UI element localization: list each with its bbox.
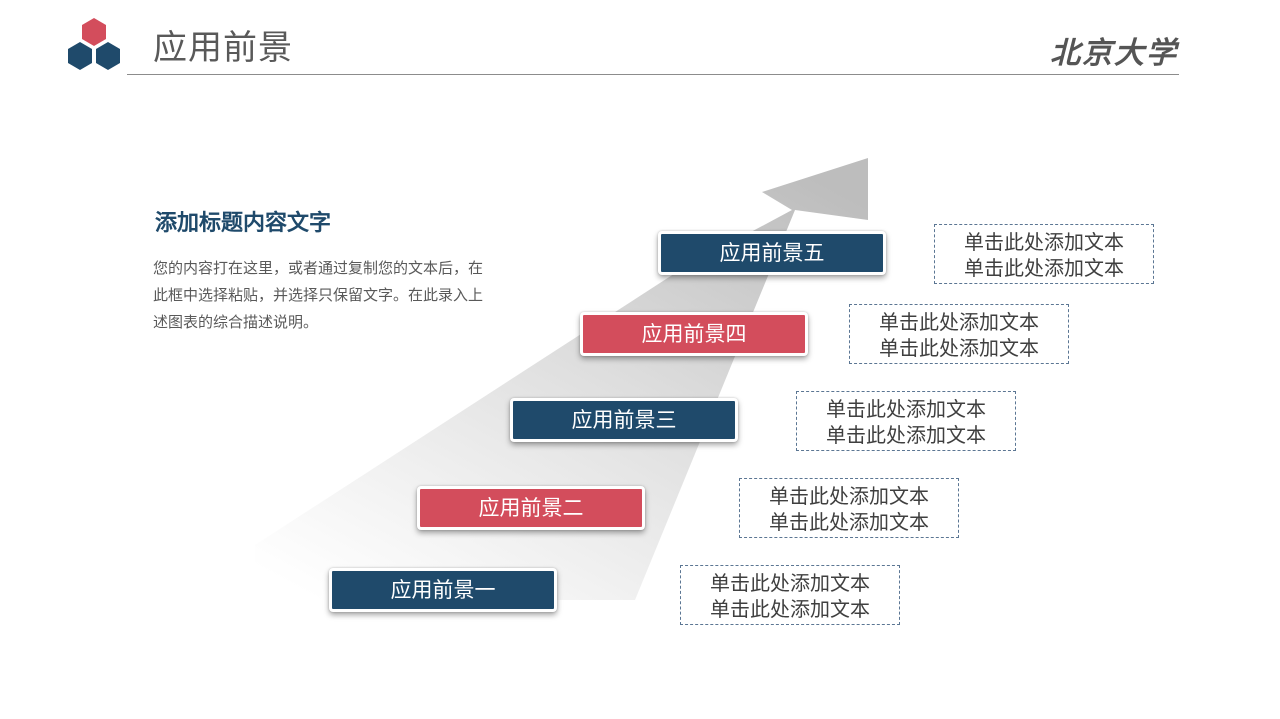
step-5-button[interactable]: 应用前景五 [658, 231, 886, 275]
hexagon-logo-icon [68, 18, 120, 70]
step-4-desc-line2: 单击此处添加文本 [879, 336, 1039, 360]
step-1-desc-line2: 单击此处添加文本 [710, 597, 870, 621]
step-5-desc-line1: 单击此处添加文本 [964, 230, 1124, 254]
step-4-desc-line1: 单击此处添加文本 [879, 310, 1039, 334]
step-2-desc-line2: 单击此处添加文本 [769, 510, 929, 534]
step-4-button[interactable]: 应用前景四 [580, 312, 808, 356]
step-1-button[interactable]: 应用前景一 [329, 568, 557, 612]
step-2-button[interactable]: 应用前景二 [417, 486, 645, 530]
university-logo: 北京大学 [1050, 36, 1178, 71]
step-5-description[interactable]: 单击此处添加文本 单击此处添加文本 [934, 224, 1154, 284]
step-3-button[interactable]: 应用前景三 [510, 398, 738, 442]
page-title: 应用前景 [153, 28, 293, 68]
step-3-description[interactable]: 单击此处添加文本 单击此处添加文本 [796, 391, 1016, 451]
step-1-description[interactable]: 单击此处添加文本 单击此处添加文本 [680, 565, 900, 625]
header-divider [127, 74, 1179, 75]
step-3-desc-line2: 单击此处添加文本 [826, 423, 986, 447]
step-2-desc-line1: 单击此处添加文本 [769, 484, 929, 508]
step-5-desc-line2: 单击此处添加文本 [964, 256, 1124, 280]
step-3-desc-line1: 单击此处添加文本 [826, 397, 986, 421]
step-1-desc-line1: 单击此处添加文本 [710, 571, 870, 595]
step-2-description[interactable]: 单击此处添加文本 单击此处添加文本 [739, 478, 959, 538]
intro-title: 添加标题内容文字 [155, 211, 332, 236]
step-4-description[interactable]: 单击此处添加文本 单击此处添加文本 [849, 304, 1069, 364]
intro-body: 您的内容打在这里，或者通过复制您的文本后，在此框中选择粘贴，并选择只保留文字。在… [153, 259, 484, 331]
